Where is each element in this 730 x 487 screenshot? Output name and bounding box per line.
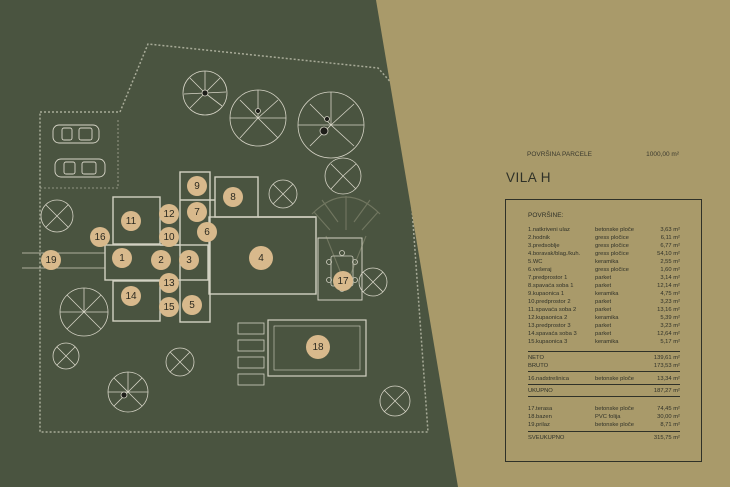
sunbed-icon [237, 322, 265, 386]
tree-icon [324, 157, 362, 195]
tree-icon [107, 371, 149, 413]
tree-icon [52, 342, 80, 370]
room-marker-1 [112, 248, 132, 268]
room-marker-label-15: 15 [163, 302, 175, 313]
room-marker-label-4: 4 [258, 253, 264, 264]
room-marker-label-3: 3 [186, 255, 192, 266]
room-marker-label-16: 16 [94, 232, 106, 243]
car-icon [54, 158, 106, 178]
room-marker-label-9: 9 [194, 181, 200, 192]
driveway-edge [40, 118, 119, 189]
room-marker-15 [159, 297, 179, 317]
room-marker-label-13: 13 [163, 278, 175, 289]
room-marker-9 [187, 176, 207, 196]
room-marker-label-7: 7 [194, 207, 200, 218]
room-marker-12 [159, 204, 179, 224]
room-marker-2 [151, 250, 171, 270]
room-marker-label-14: 14 [125, 291, 137, 302]
tree-icon [268, 179, 298, 209]
tree-icon [297, 91, 365, 159]
tree-icon [229, 89, 287, 147]
room-marker-6 [197, 222, 217, 242]
room-marker-8 [223, 187, 243, 207]
terrace-outline [317, 237, 363, 301]
room-marker-18 [306, 335, 330, 359]
room-marker-5 [182, 295, 202, 315]
room-marker-19 [41, 250, 61, 270]
tree-icon [182, 70, 228, 116]
room-marker-label-1: 1 [119, 253, 125, 264]
room-marker-label-2: 2 [158, 255, 164, 266]
room-marker-7 [187, 202, 207, 222]
tree-icon [40, 199, 74, 233]
room-marker-label-11: 11 [126, 216, 137, 227]
car-icon [52, 124, 100, 144]
room-marker-label-18: 18 [312, 342, 324, 353]
room-marker-13 [159, 273, 179, 293]
tree-icon [165, 347, 195, 377]
room-marker-4 [249, 246, 273, 270]
room-marker-label-12: 12 [163, 209, 175, 220]
room-marker-label-8: 8 [230, 192, 236, 203]
room-marker-3 [179, 250, 199, 270]
tree-icon [59, 287, 109, 337]
room-marker-label-10: 10 [163, 232, 175, 243]
room-marker-label-6: 6 [204, 227, 210, 238]
room-marker-16 [90, 227, 110, 247]
room-marker-label-17: 17 [337, 276, 349, 287]
room-marker-10 [159, 227, 179, 247]
room-marker-11 [121, 211, 141, 231]
tree-icon [358, 267, 388, 297]
room-marker-14 [121, 286, 141, 306]
info-panel-background [376, 0, 730, 487]
room-marker-label-5: 5 [189, 300, 195, 311]
tree-icon [379, 385, 411, 417]
room-marker-17 [333, 271, 353, 291]
pool [267, 319, 367, 377]
room-marker-label-19: 19 [45, 255, 57, 266]
